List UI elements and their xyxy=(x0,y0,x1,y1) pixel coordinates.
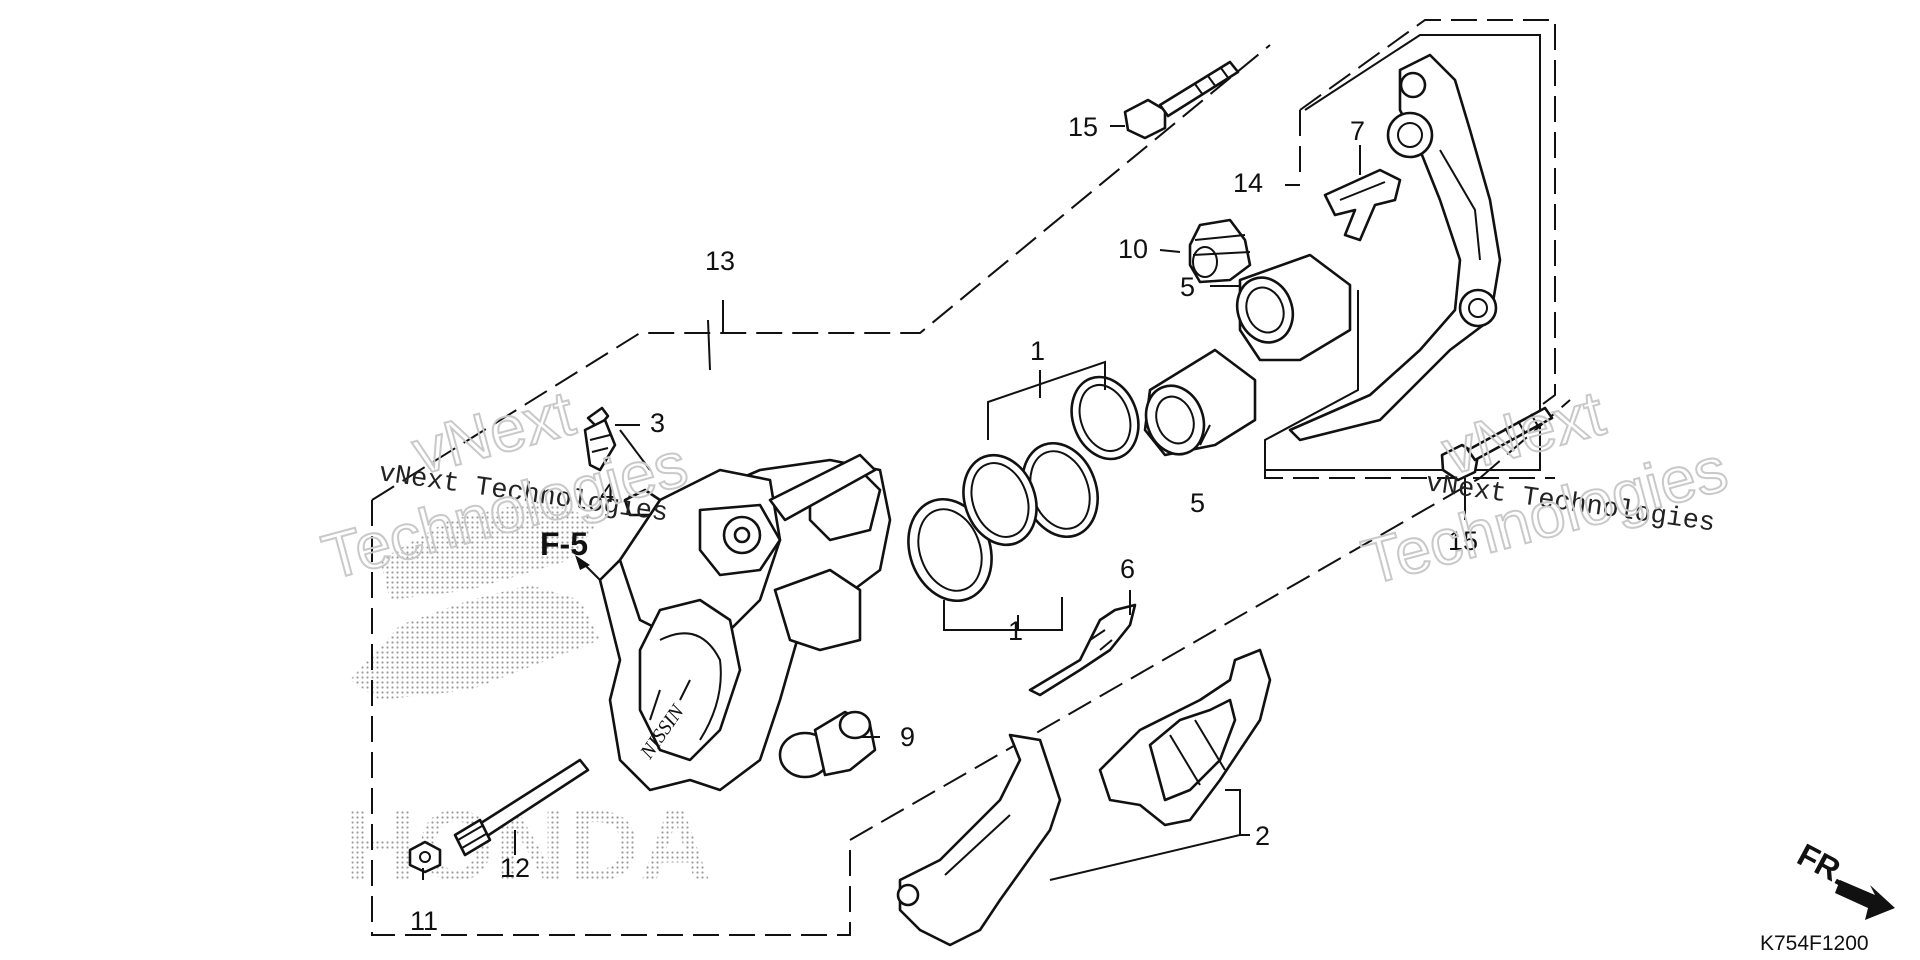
callout-5-lower: 5 xyxy=(1190,488,1205,518)
callout-14: 14 xyxy=(1233,168,1263,198)
pad-shim xyxy=(1028,603,1137,697)
piston-seals xyxy=(907,375,1140,603)
callout-5-upper: 5 xyxy=(1180,272,1195,302)
caliper-bracket xyxy=(1288,53,1502,442)
bolt-lower xyxy=(1440,406,1554,482)
callout-15-lower: 15 xyxy=(1448,526,1478,556)
callout-4: 4 xyxy=(600,478,615,508)
brake-pad-front xyxy=(1098,648,1272,827)
front-direction-arrow: FR. xyxy=(1792,836,1895,920)
pin-boot xyxy=(778,710,877,779)
slide-pin-upper xyxy=(722,453,877,555)
rubber-boot xyxy=(1188,218,1252,284)
callout-15-upper: 15 xyxy=(1068,112,1098,142)
bracket-14-frame xyxy=(1264,34,1541,471)
caliper-body: NISSIN xyxy=(598,458,892,792)
leader-lines xyxy=(422,125,1466,881)
section-reference: F-5 xyxy=(540,526,588,562)
callout-10: 10 xyxy=(1118,234,1148,264)
callout-7: 7 xyxy=(1350,116,1365,146)
callout-11: 11 xyxy=(410,906,438,936)
callout-13: 13 xyxy=(705,246,735,276)
bleeder-cap xyxy=(623,488,662,517)
brake-pad-rear xyxy=(896,733,1062,947)
callout-1-bottom: 1 xyxy=(1008,616,1023,646)
bolt-upper xyxy=(1123,60,1240,140)
diagram-code: K754F1200 xyxy=(1760,932,1869,955)
callout-2: 2 xyxy=(1255,821,1270,851)
callout-1-top: 1 xyxy=(1030,336,1045,366)
slide-pin-bolt xyxy=(453,758,590,857)
assembly-13-outline xyxy=(371,44,1571,936)
pistons xyxy=(1143,253,1352,457)
callout-numbers: 1 1 2 3 4 5 5 6 7 9 10 11 12 13 14 15 15 xyxy=(410,112,1478,936)
callout-9: 9 xyxy=(900,722,915,752)
nut xyxy=(408,840,442,874)
callout-12: 12 xyxy=(500,853,530,883)
callout-6: 6 xyxy=(1120,554,1135,584)
callout-3: 3 xyxy=(650,408,665,438)
pad-spring xyxy=(1323,168,1402,242)
bleeder-screw xyxy=(583,406,617,472)
